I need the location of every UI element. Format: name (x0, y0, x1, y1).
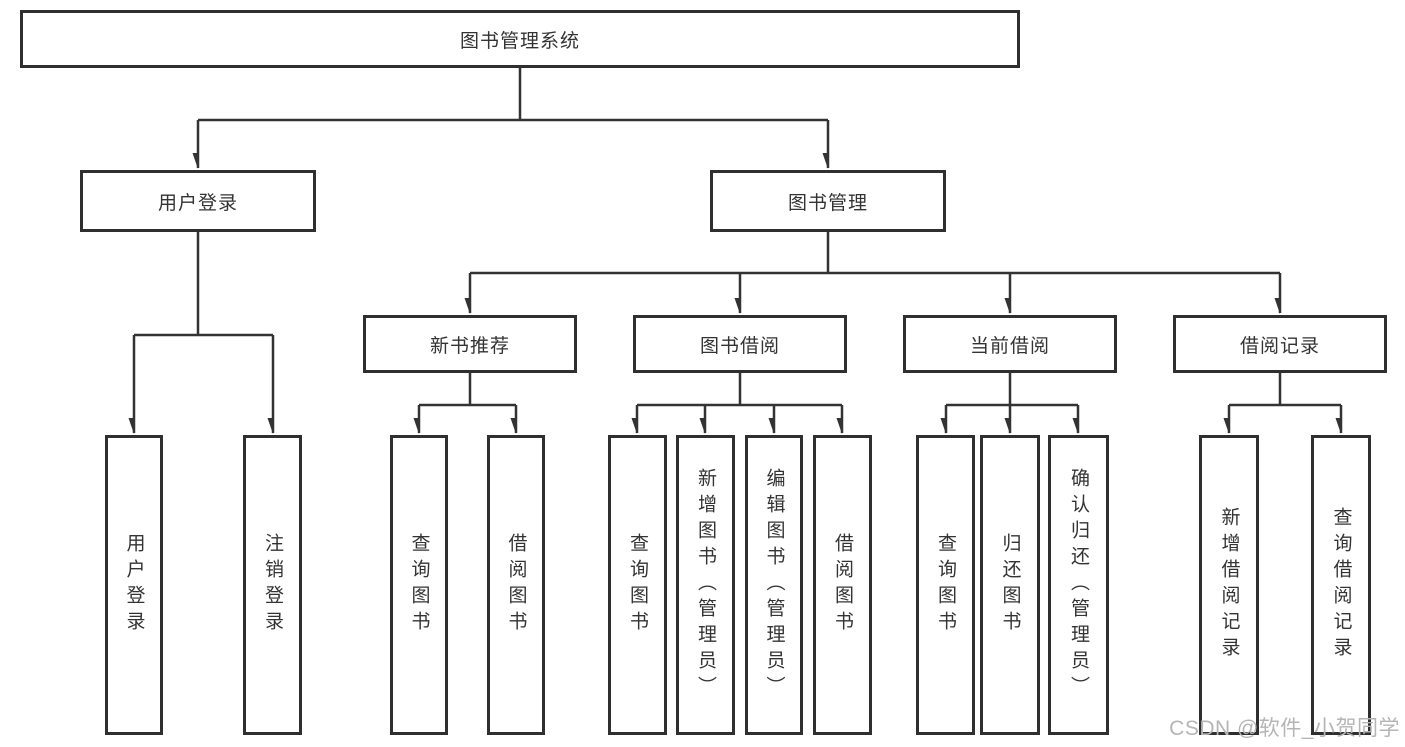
node-borrow-records: 借阅记录 (1173, 315, 1387, 373)
node-book-borrowing: 图书借阅 (633, 315, 847, 373)
node-current-borrowing-label: 当前借阅 (969, 335, 1050, 357)
leaf-confirm-return-admin-label: 确认归还（管理员） (1068, 468, 1089, 702)
leaf-confirm-return-admin: 确认归还（管理员） (1048, 435, 1109, 735)
leaf-query-borrow-record-label: 查询借阅记录 (1330, 507, 1352, 663)
node-new-book-recommend-label: 新书推荐 (429, 335, 510, 357)
node-root: 图书管理系统 (20, 10, 1020, 68)
leaf-edit-book-admin-label: 编辑图书（管理员） (763, 468, 785, 702)
leaf-query-books-current-label: 查询图书 (935, 533, 956, 637)
leaf-edit-book-admin: 编辑图书（管理员） (745, 435, 803, 735)
leaf-user-login: 用户登录 (105, 435, 163, 735)
csdn-watermark: CSDN @软件_小贺同学 (1169, 717, 1400, 740)
node-book-management-label: 图书管理 (787, 192, 868, 214)
leaf-add-borrow-record-label: 新增借阅记录 (1218, 507, 1240, 663)
leaf-logout-label: 注销登录 (262, 533, 283, 637)
node-book-borrowing-label: 图书借阅 (699, 335, 780, 357)
node-new-book-recommend: 新书推荐 (363, 315, 577, 373)
node-book-management: 图书管理 (710, 170, 946, 232)
leaf-query-books-recommend: 查询图书 (390, 435, 448, 735)
leaf-user-login-label: 用户登录 (123, 533, 145, 637)
node-root-label: 图书管理系统 (459, 30, 580, 52)
leaf-add-borrow-record: 新增借阅记录 (1199, 435, 1259, 735)
node-user-login-label: 用户登录 (157, 192, 238, 214)
leaf-query-borrow-record: 查询借阅记录 (1311, 435, 1371, 735)
node-borrow-records-label: 借阅记录 (1239, 335, 1320, 357)
leaf-add-book-admin-label: 新增图书（管理员） (695, 468, 716, 702)
leaf-borrow-books-recommend-label: 借阅图书 (505, 533, 527, 637)
leaf-borrow-books-recommend: 借阅图书 (487, 435, 545, 735)
leaf-query-books-current: 查询图书 (916, 435, 975, 735)
node-current-borrowing: 当前借阅 (903, 315, 1117, 373)
leaf-borrow-books-borrowing: 借阅图书 (813, 435, 872, 735)
leaf-query-books-borrowing: 查询图书 (608, 435, 667, 735)
leaf-logout: 注销登录 (243, 435, 302, 735)
leaf-borrow-books-borrowing-label: 借阅图书 (832, 533, 853, 637)
leaf-query-books-borrowing-label: 查询图书 (627, 533, 648, 637)
leaf-return-books: 归还图书 (980, 435, 1040, 735)
node-user-login: 用户登录 (80, 170, 316, 232)
leaf-return-books-label: 归还图书 (999, 533, 1021, 637)
leaf-query-books-recommend-label: 查询图书 (408, 533, 430, 637)
leaf-add-book-admin: 新增图书（管理员） (676, 435, 735, 735)
